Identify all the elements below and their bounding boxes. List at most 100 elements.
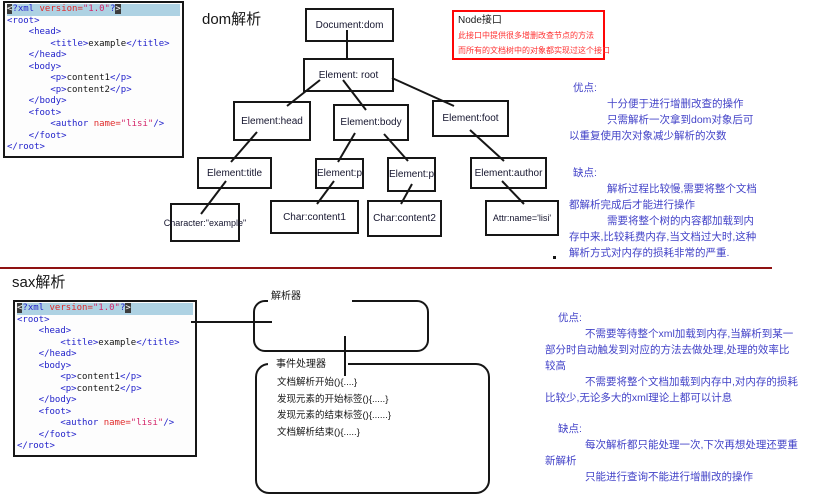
tree-node-body: Element:body: [333, 104, 409, 141]
xml-code-segment: ?: [119, 303, 126, 313]
xml-code-line: <author name="lisi"/>: [17, 418, 193, 430]
xml-code-line: </foot>: [17, 430, 193, 442]
pros-line: 不需要将整个文档加载到内存中,对内存的损耗: [585, 376, 798, 388]
xml-code-segment: <p>: [7, 84, 67, 95]
cons-line: 都解析完成后才能进行操作: [569, 199, 695, 211]
sax-section-title: sax解析: [12, 274, 66, 291]
xml-code-segment: "1.0": [82, 4, 110, 14]
xml-code-segment: ?xml: [12, 4, 40, 14]
cons-line: 解析方式对内存的损耗非常的严重.: [569, 247, 730, 259]
xml-code-segment: </body>: [7, 96, 67, 106]
xml-code-segment: "1.0": [92, 303, 120, 313]
xml-code-segment: </head>: [7, 50, 67, 60]
xml-code-segment: </root>: [17, 441, 55, 451]
event-handler-methods: 文档解析开始(){....}发现元素的开始标签(){.....}发现元素的结束标…: [277, 375, 391, 441]
xml-code-line: <foot>: [17, 407, 193, 419]
xml-code-segment: <title>: [7, 38, 89, 49]
pros-line: 较高: [545, 360, 566, 372]
xml-code-segment: </title>: [126, 38, 170, 49]
xml-code-block-sax: <?xml version="1.0"?><root> <head> <titl…: [13, 300, 197, 457]
handler-method-line: 发现元素的结束标签(){......}: [277, 410, 392, 421]
xml-code-segment: <author: [7, 119, 94, 129]
xml-code-segment: content1: [66, 73, 110, 83]
pros-line: 以重复使用次对象减少解析的次数: [569, 130, 727, 142]
xml-code-segment: example: [98, 337, 137, 348]
xml-code-line: <author name="lisi"/>: [7, 119, 180, 131]
xml-code-line: <title>example</title>: [17, 338, 193, 350]
tree-node-author: Element:author: [470, 157, 547, 189]
xml-code-segment: </title>: [136, 337, 180, 348]
xml-code-line: <p>content1</p>: [7, 73, 180, 85]
parser-box-label-gap: [268, 297, 352, 305]
xml-code-segment: />: [163, 418, 175, 428]
tree-node-root: Element: root: [303, 58, 394, 92]
event-handler-label: 事件处理器: [276, 359, 326, 370]
pros-line: 只需解析一次拿到dom对象后可: [607, 114, 754, 126]
xml-code-line: <p>content2</p>: [7, 85, 180, 97]
xml-code-segment: <p>: [7, 73, 67, 83]
xml-code-line: <title>example</title>: [7, 39, 180, 51]
xml-code-segment: </foot>: [7, 130, 67, 141]
xml-code-line: </head>: [7, 50, 180, 62]
tree-node-char-content2: Char:content2: [367, 200, 442, 237]
xml-code-segment: example: [88, 38, 127, 49]
handler-method-line: 文档解析结束(){.....}: [277, 426, 360, 438]
xml-code-segment: </root>: [7, 142, 45, 152]
xml-code-line: <root>: [17, 315, 193, 327]
xml-code-segment: <root>: [17, 314, 50, 325]
handler-method-line: 发现元素的开始标签(){.....}: [277, 393, 389, 405]
xml-code-segment: <title>: [17, 337, 99, 348]
xml-code-segment: <p>: [17, 383, 77, 394]
cons-line: 每次解析都只能处理一次,下次再想处理还要重: [585, 439, 798, 451]
pros-label: 优点:: [573, 82, 597, 94]
xml-code-segment: </foot>: [17, 429, 77, 440]
xml-code-segment: <body>: [7, 61, 62, 72]
node-interface-box: Node接口 此接口中提供很多增删改查节点的方法 而所有的文档树中的对象都实现过…: [452, 10, 610, 60]
dom-section-title: dom解析: [202, 11, 262, 28]
tree-node-p1: Element:p: [315, 158, 364, 189]
pros-line: 不需要等待整个xml加载到内存,当解析到某一: [585, 328, 794, 340]
cons-line: 存中来,比较耗费内存,当文档过大时,这种: [569, 231, 757, 243]
xml-code-segment: </body>: [17, 395, 77, 405]
xml-code-line: <body>: [17, 361, 193, 373]
tree-node-attr-name: Attr:name='lisi': [485, 200, 559, 236]
xml-code-segment: <: [17, 303, 23, 313]
xml-code-line: <p>content2</p>: [17, 384, 193, 396]
cons-line: 需要将整个树的内容都加载到内: [607, 215, 754, 227]
stray-dot: [553, 256, 556, 259]
tree-node-foot: Element:foot: [432, 100, 509, 137]
node-interface-title: Node接口: [458, 15, 502, 26]
cons-line: 解析过程比较慢,需要将整个文档: [607, 183, 757, 195]
xml-code-line: <?xml version="1.0"?>: [17, 303, 193, 315]
xml-code-segment: <: [7, 4, 13, 14]
cons-label: 缺点:: [558, 423, 582, 435]
xml-code-segment: >: [125, 303, 131, 313]
tree-node-document: Document:dom: [305, 8, 394, 42]
handler-box-label-gap: [268, 360, 348, 368]
xml-code-segment: <p>: [17, 372, 77, 382]
xml-code-segment: </p>: [109, 84, 132, 95]
xml-code-segment: content1: [76, 372, 120, 382]
xml-code-segment: <head>: [17, 326, 72, 336]
tree-node-title: Element:title: [197, 157, 272, 189]
xml-code-line: </root>: [17, 441, 193, 453]
xml-code-segment: version=: [39, 4, 83, 14]
xml-code-segment: content2: [76, 383, 120, 394]
xml-code-line: <head>: [7, 27, 180, 39]
xml-code-segment: <foot>: [17, 406, 72, 417]
xml-code-segment: name=: [93, 119, 121, 129]
section-divider: [0, 267, 772, 269]
event-handler-box: [255, 363, 490, 494]
xml-code-line: <foot>: [7, 108, 180, 120]
xml-code-segment: </p>: [119, 372, 142, 382]
parser-box: [253, 300, 429, 352]
xml-code-line: </root>: [7, 142, 180, 154]
cons-line: 新解析: [545, 455, 577, 467]
xml-code-segment: version=: [49, 303, 93, 313]
tree-node-p2: Element:p: [387, 157, 436, 192]
cons-line: 只能进行查询不能进行增删改的操作: [585, 471, 753, 483]
pros-label: 优点:: [558, 312, 582, 324]
tree-node-char-content1: Char:content1: [270, 200, 359, 234]
node-interface-line: 此接口中提供很多增删改查节点的方法: [458, 31, 594, 40]
